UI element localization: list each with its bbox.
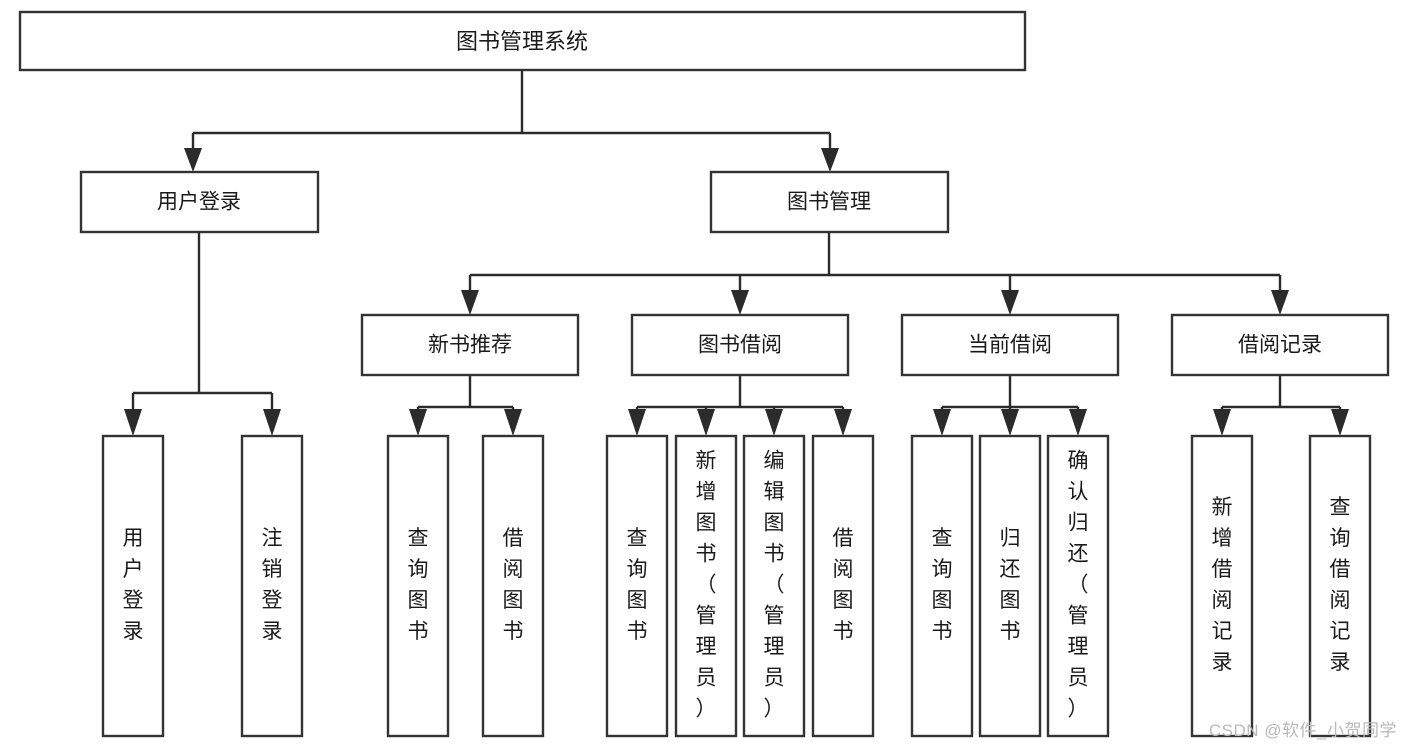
leaf-add-record-label: 新增借阅记录 — [1212, 496, 1233, 674]
leaf-query-book-2[interactable]: 查询图书 — [605, 434, 669, 738]
new-book-recommend-label: 新书推荐 — [428, 334, 512, 357]
connector-current-borrow-to-leaves — [933, 375, 1087, 436]
leaf-add-book-label: 新增图书（管理员） — [696, 450, 717, 721]
connector-borrow-record-to-leaves — [1213, 375, 1349, 436]
connector-new-book-to-leaves — [409, 375, 522, 436]
leaf-user-login-box[interactable] — [101, 434, 165, 738]
leaf-borrow-book-2[interactable]: 借阅图书 — [811, 434, 875, 738]
leaf-add-book-box[interactable] — [674, 434, 738, 738]
leaf-borrow-book-1-box[interactable] — [481, 434, 545, 738]
arrow-to-leaf-add-book — [697, 409, 715, 436]
arrow-to-leaf-query-book-1 — [409, 409, 427, 436]
arrow-to-leaf-borrow-book-1 — [504, 409, 522, 436]
arrow-to-leaf-query-record — [1331, 409, 1349, 436]
node-new-book-recommend[interactable]: 新书推荐 — [360, 313, 580, 377]
leaf-confirm-return[interactable]: 确认归还（管理员） — [1046, 434, 1110, 738]
book-borrow-box[interactable] — [630, 313, 850, 377]
leaf-query-record[interactable]: 查询借阅记录 — [1308, 434, 1372, 738]
current-borrow-box[interactable] — [900, 313, 1120, 377]
leaf-query-book-3[interactable]: 查询图书 — [910, 434, 974, 738]
user-login-label: 用户登录 — [157, 191, 241, 214]
connector-user-login-to-leaves — [124, 232, 281, 436]
leaf-logout-box[interactable] — [240, 434, 304, 738]
connector-root-to-level2 — [184, 70, 839, 172]
arrow-to-leaf-borrow-book-2 — [834, 409, 852, 436]
arrow-to-leaf-query-book-3 — [933, 409, 951, 436]
node-book-manage[interactable]: 图书管理 — [709, 170, 950, 234]
arrow-to-new-book-recommend — [461, 290, 479, 315]
arrow-to-leaf-user-login — [124, 409, 142, 436]
node-user-login[interactable]: 用户登录 — [79, 170, 320, 234]
leaf-logout-label: 注销登录 — [262, 527, 283, 643]
arrow-to-leaf-query-book-2 — [628, 409, 646, 436]
arrow-to-book-manage — [821, 148, 839, 172]
current-borrow-label: 当前借阅 — [968, 334, 1052, 357]
root-label: 图书管理系统 — [456, 29, 588, 54]
node-root[interactable]: 图书管理系统 — [18, 10, 1027, 72]
leaf-query-record-box[interactable] — [1308, 434, 1372, 738]
leaf-borrow-book-2-label: 借阅图书 — [833, 527, 854, 643]
arrow-to-user-login — [184, 148, 202, 172]
book-manage-label: 图书管理 — [787, 191, 871, 214]
arrow-to-leaf-confirm-return — [1069, 409, 1087, 436]
root-box[interactable] — [18, 10, 1027, 72]
leaf-query-book-1-label: 查询图书 — [408, 527, 429, 643]
leaf-return-book-box[interactable] — [978, 434, 1042, 738]
borrow-record-label: 借阅记录 — [1238, 334, 1322, 357]
leaf-edit-book-box[interactable] — [742, 434, 806, 738]
user-login-box[interactable] — [79, 170, 320, 234]
book-borrow-label: 图书借阅 — [698, 334, 782, 357]
leaf-query-record-label: 查询借阅记录 — [1330, 496, 1351, 674]
arrow-to-borrow-record — [1271, 290, 1289, 315]
leaf-edit-book[interactable]: 编辑图书（管理员） — [742, 434, 806, 738]
leaf-confirm-return-box[interactable] — [1046, 434, 1110, 738]
leaf-add-record-box[interactable] — [1190, 434, 1254, 738]
leaf-user-login[interactable]: 用户登录 — [101, 434, 165, 738]
arrow-to-leaf-edit-book — [765, 409, 783, 436]
arrow-to-book-borrow — [731, 290, 749, 315]
arrow-to-leaf-add-record — [1213, 409, 1231, 436]
leaf-query-book-3-box[interactable] — [910, 434, 974, 738]
connector-book-borrow-to-leaves — [628, 375, 852, 436]
leaf-query-book-2-label: 查询图书 — [627, 527, 648, 643]
leaf-add-record[interactable]: 新增借阅记录 — [1190, 434, 1254, 738]
leaf-borrow-book-2-box[interactable] — [811, 434, 875, 738]
book-manage-box[interactable] — [709, 170, 950, 234]
leaf-confirm-return-label: 确认归还（管理员） — [1068, 450, 1089, 721]
node-book-borrow[interactable]: 图书借阅 — [630, 313, 850, 377]
leaf-borrow-book-1[interactable]: 借阅图书 — [481, 434, 545, 738]
connector-book-manage-to-level3 — [461, 232, 1289, 315]
arrow-to-leaf-logout — [263, 409, 281, 436]
leaf-user-login-label: 用户登录 — [123, 527, 144, 643]
leaf-logout[interactable]: 注销登录 — [240, 434, 304, 738]
arrow-to-leaf-return-book — [1001, 409, 1019, 436]
node-current-borrow[interactable]: 当前借阅 — [900, 313, 1120, 377]
node-borrow-record[interactable]: 借阅记录 — [1170, 313, 1390, 377]
leaf-query-book-2-box[interactable] — [605, 434, 669, 738]
leaf-borrow-book-1-label: 借阅图书 — [503, 527, 524, 643]
leaf-return-book[interactable]: 归还图书 — [978, 434, 1042, 738]
leaf-edit-book-label: 编辑图书（管理员） — [764, 450, 785, 721]
arrow-to-current-borrow — [1001, 290, 1019, 315]
leaf-query-book-1[interactable]: 查询图书 — [386, 434, 450, 738]
borrow-record-box[interactable] — [1170, 313, 1390, 377]
new-book-recommend-box[interactable] — [360, 313, 580, 377]
leaf-query-book-3-label: 查询图书 — [932, 527, 953, 643]
leaf-query-book-1-box[interactable] — [386, 434, 450, 738]
leaf-return-book-label: 归还图书 — [1000, 527, 1021, 643]
leaf-add-book[interactable]: 新增图书（管理员） — [674, 434, 738, 738]
csdn-watermark: CSDN @软件_小贺同学 — [1208, 721, 1397, 740]
